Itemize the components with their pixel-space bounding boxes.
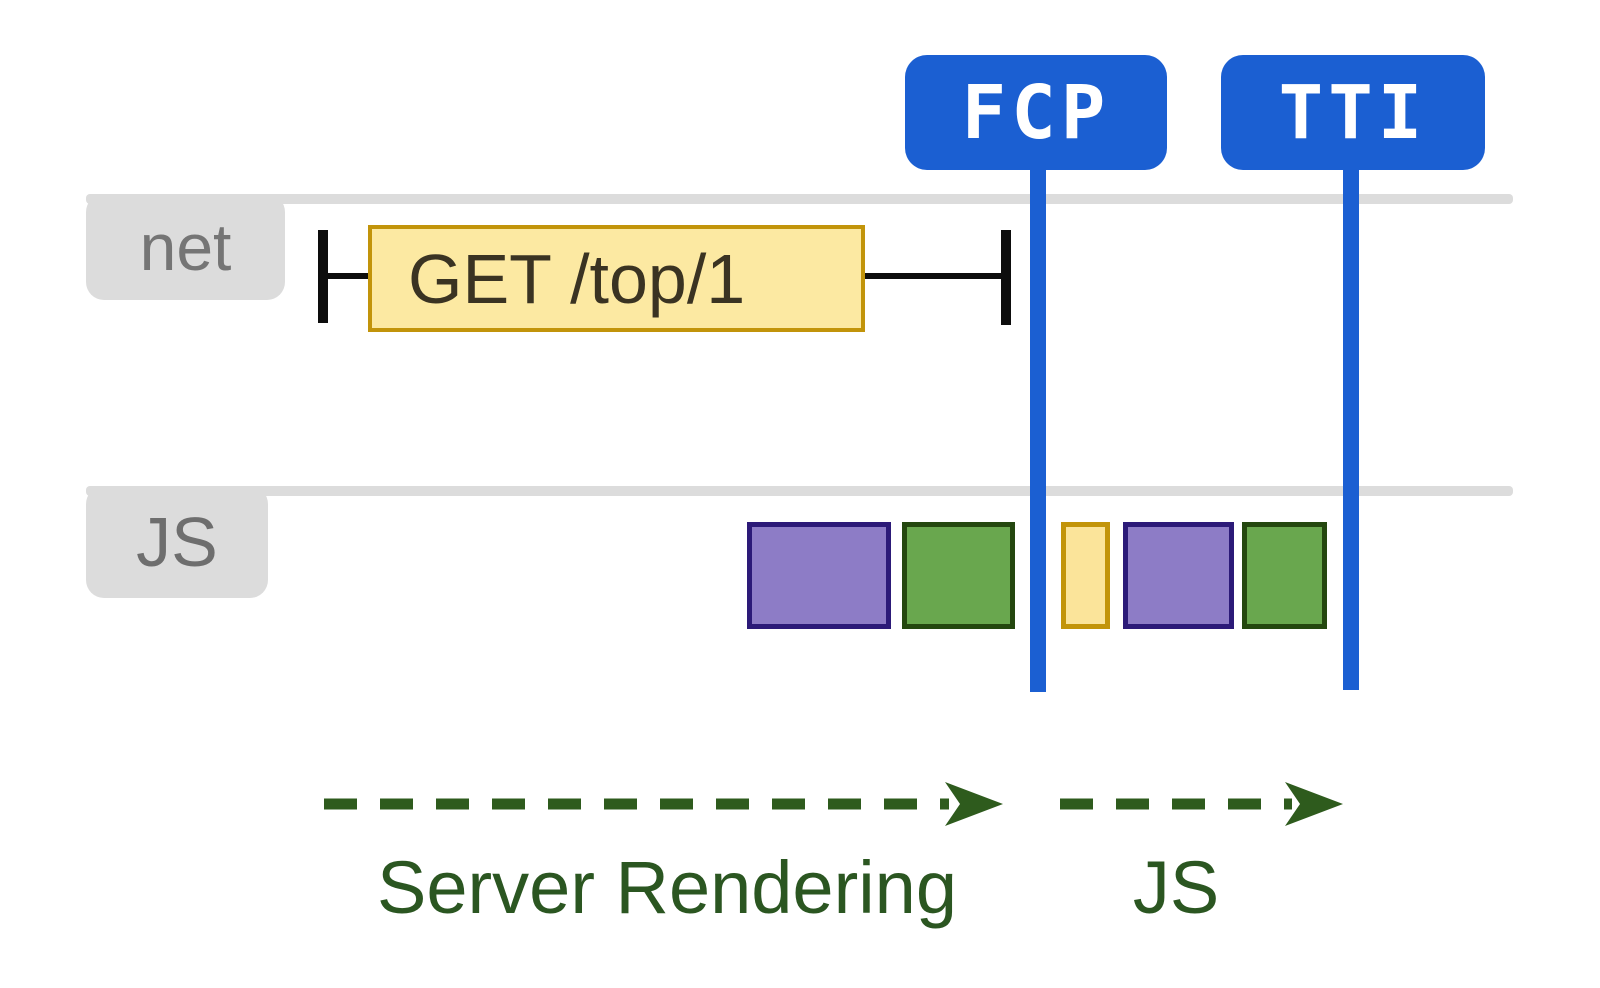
server-rendering-arrow (324, 782, 1003, 826)
js-task-block-yellow (1061, 522, 1110, 629)
request-end-connector (865, 273, 1001, 279)
request-start-connector (328, 273, 368, 279)
js-arrow (1060, 782, 1343, 826)
js-track-line (86, 486, 1513, 496)
tti-marker-line (1343, 170, 1359, 690)
fcp-marker-line (1030, 170, 1046, 692)
request-end-bracket (1001, 230, 1011, 325)
js-task-block-green (1242, 522, 1327, 629)
network-request-label: GET /top/1 (408, 239, 746, 318)
net-track-label-text: net (139, 210, 232, 284)
net-track-line (86, 194, 1513, 204)
request-start-bracket (318, 230, 328, 323)
js-track-label-text: JS (136, 503, 218, 581)
server-rendering-arrowhead-icon (945, 782, 1003, 826)
js-task-block-green (902, 522, 1015, 629)
js-phase-label: JS (1132, 846, 1220, 929)
js-arrowhead-icon (1285, 782, 1343, 826)
fcp-badge: FCP (905, 55, 1167, 170)
net-track-label: net (86, 194, 285, 300)
network-request-bar: GET /top/1 (368, 225, 865, 332)
js-task-block-purple (1123, 522, 1234, 629)
server-rendering-phase-label: Server Rendering (377, 846, 957, 929)
js-track-label: JS (86, 486, 268, 598)
fcp-badge-label: FCP (961, 69, 1111, 156)
tti-badge-label: TTI (1278, 69, 1428, 156)
js-task-block-purple (747, 522, 891, 629)
tti-badge: TTI (1221, 55, 1485, 170)
